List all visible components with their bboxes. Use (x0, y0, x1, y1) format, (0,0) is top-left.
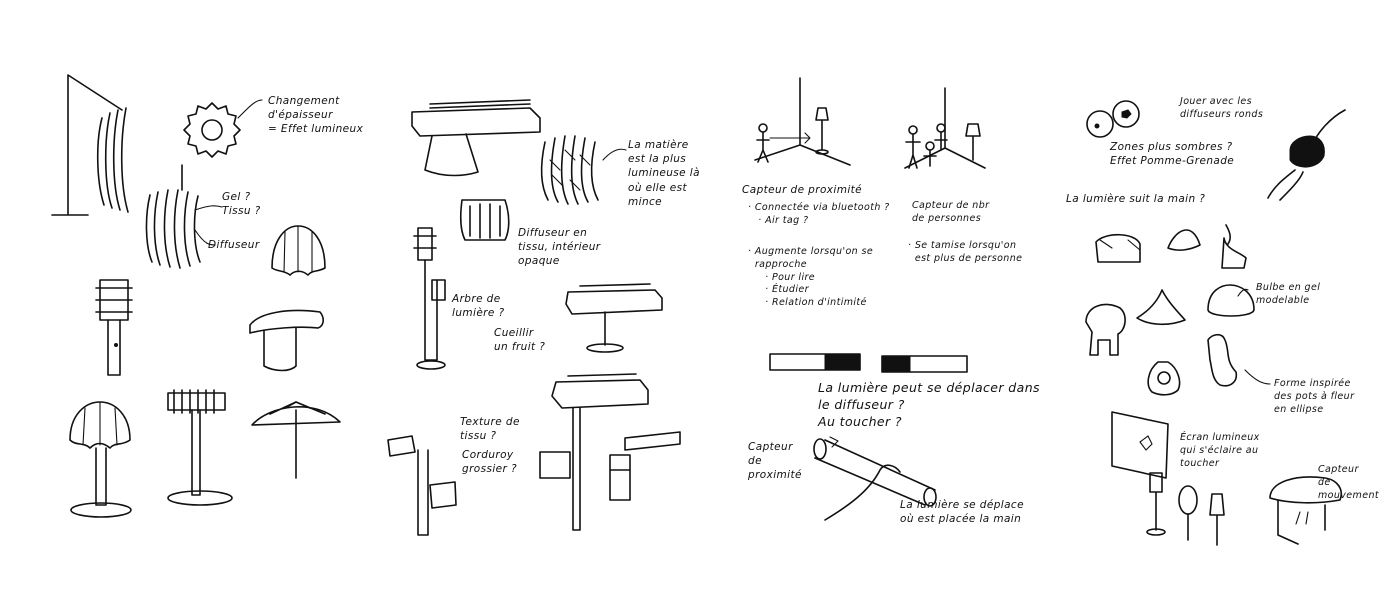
note-diffuseur: Diffuseur (208, 239, 260, 251)
gear-shade-sketch (183, 99, 263, 158)
note-diffuseur-tissu: Diffuseur en tissu, intérieur opaque (518, 227, 601, 268)
note-lumiere-deplace: La lumière se déplace où est placée la m… (900, 499, 1024, 526)
note-ecran-lumineux: Écran lumineux qui s'éclaire au toucher (1180, 432, 1260, 469)
tree-of-light-sketch (413, 227, 446, 370)
note-capteur-mouvement: Capteur de mouvement (1318, 464, 1379, 501)
table-stacked-lamp-sketch (565, 283, 663, 353)
dome-shade-sketch (271, 225, 326, 276)
note-capteur-proximite: Capteur de proximité (742, 184, 863, 196)
note-capteur-proximite-2: Capteur de proximité (748, 441, 802, 482)
stick-lamp-sketch (95, 279, 133, 376)
touch-screen-sketch (1111, 411, 1169, 479)
fluted-diffuser-sketch (540, 135, 627, 205)
note-texture-tissu: Texture de tissu ? (460, 416, 520, 443)
note-gel-tissu: Gel ? Tissu ? (222, 191, 261, 218)
note-capteur-nbr: Capteur de nbr de personnes (912, 200, 990, 224)
note-matiere: La matière est la plus lumineuse là où e… (628, 139, 700, 208)
gel-bulb-sketches (1085, 284, 1255, 356)
note-lumiere-deplacer: La lumière peut se déplacer dans le diff… (818, 380, 1040, 429)
note-zones-sombres: Zones plus sombres ? Effet Pomme-Grenade (1110, 141, 1235, 168)
ellipse-pot-sketches (1147, 333, 1271, 396)
note-connectee: · Connectée via bluetooth ? · Air tag ? (748, 202, 890, 226)
note-augmente: · Augmente lorsqu'on se rapproche · Pour… (748, 246, 874, 309)
note-se-tamise: · Se tamise lorsqu'on est plus de person… (908, 240, 1023, 264)
note-forme-inspiree: Forme inspirée des pots à fleur en ellip… (1274, 378, 1355, 415)
floor-stacked-lamp-sketch (539, 373, 681, 531)
standing-disc-lamp-sketch (167, 389, 233, 506)
motion-sensor-lamps-sketch (1146, 472, 1342, 546)
note-corduroy: Corduroy grossier ? (462, 449, 517, 476)
proximity-room-sketch (754, 77, 851, 166)
note-arbre-lumiere: Arbre de lumière ? (452, 293, 505, 320)
people-count-sketch (904, 87, 986, 169)
texture-flag-lamp-sketch (387, 435, 457, 536)
dome-table-lamp-sketch (69, 401, 132, 518)
note-changement-epaisseur: Changement d'épaisseur = Effet lumineux (268, 95, 364, 136)
pomegranate-lamp-sketch (1267, 109, 1346, 201)
hand-follow-sketches (1095, 224, 1247, 269)
fabric-drum-sketch (459, 199, 510, 241)
note-cueillir-fruit: Cueillir un fruit ? (494, 327, 546, 354)
cage-diffuser-sketch (145, 164, 223, 269)
touch-tube-sketch (813, 436, 937, 521)
round-diffusers-sketch (1086, 100, 1140, 138)
umbrella-lamp-sketch (251, 401, 341, 479)
note-suit-main: La lumière suit la main ? (1066, 193, 1206, 205)
mushroom-lamp-sketch (249, 309, 324, 372)
light-tube-sketch (769, 353, 968, 373)
stacked-bar-lamp-sketch (411, 99, 541, 177)
note-jouer-diffuseurs: Jouer avec les diffuseurs ronds (1180, 96, 1264, 120)
wall-lamp-sketch (51, 74, 129, 216)
note-bulbe-gel: Bulbe en gel modelable (1256, 282, 1321, 306)
